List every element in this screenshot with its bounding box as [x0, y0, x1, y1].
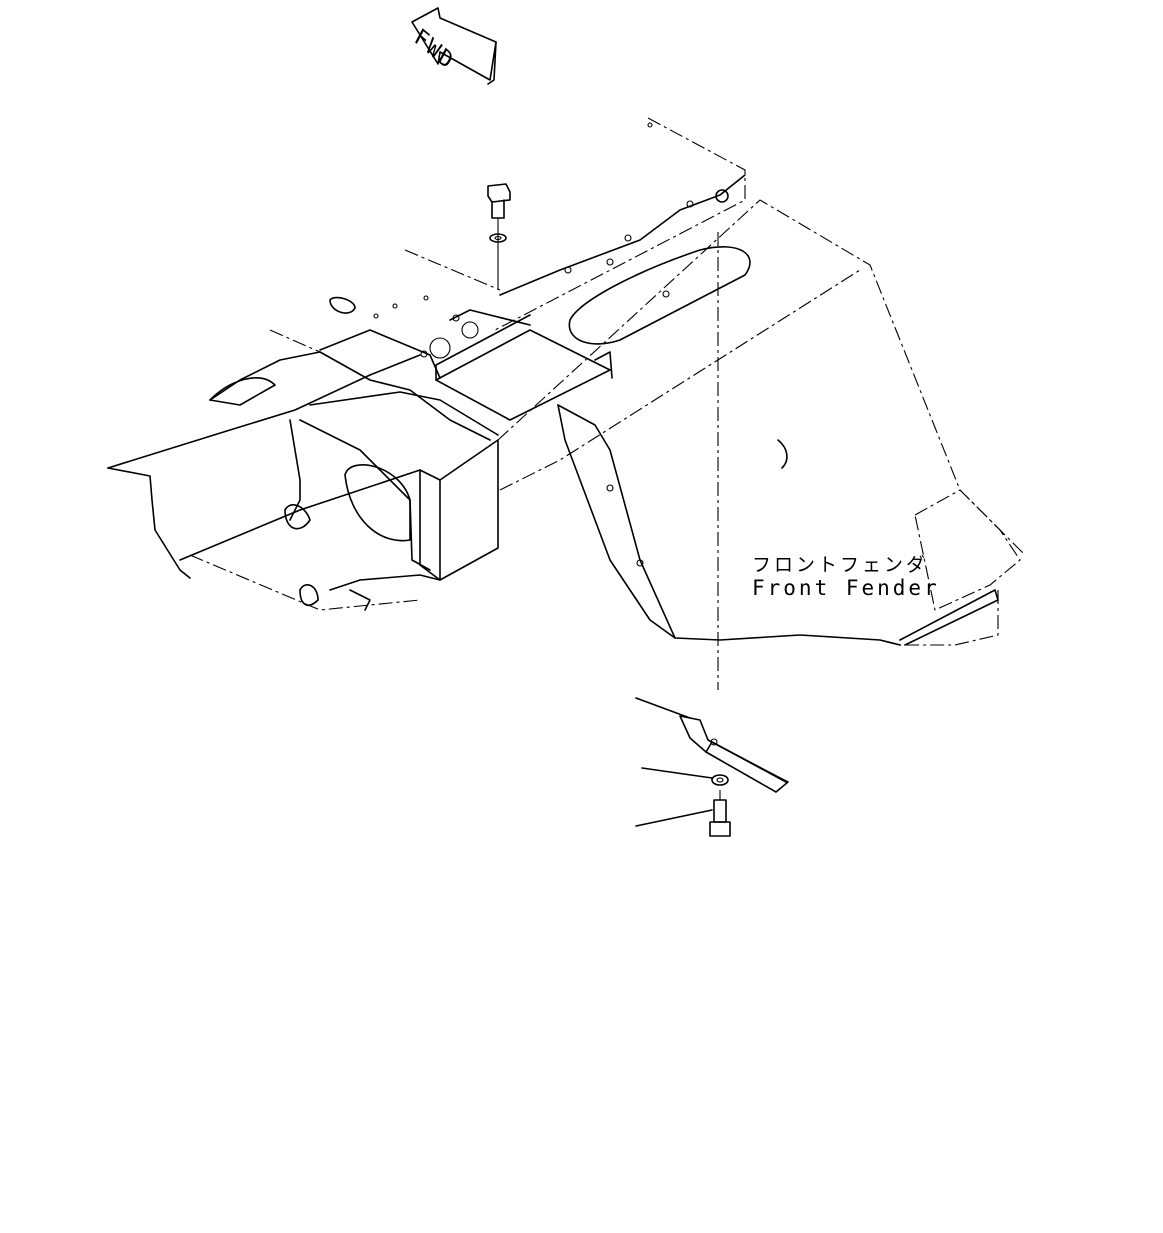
fastener-dots — [373, 122, 694, 358]
lower-bracket-assembly-icon — [635, 697, 789, 837]
part-label-english: Front Fender — [752, 576, 940, 600]
front-fender — [557, 404, 999, 646]
fwd-arrow-icon — [411, 7, 497, 85]
top-bolt-icon — [487, 183, 511, 290]
chassis-frame — [107, 174, 751, 611]
part-label-japanese: フロントフェンダ — [752, 554, 929, 576]
phantom-outlines — [189, 117, 1026, 690]
